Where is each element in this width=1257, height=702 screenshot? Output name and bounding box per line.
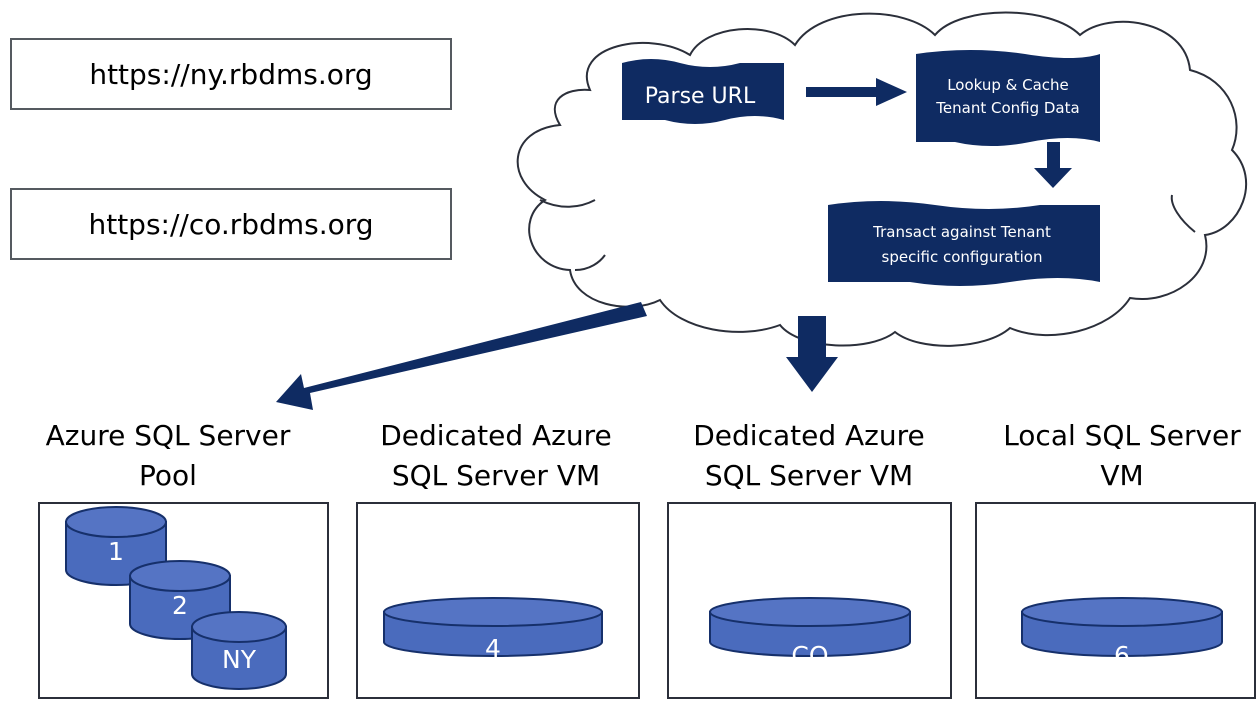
column-title-local-sql: Local SQL Server VM (972, 416, 1257, 496)
lookup-label-line1: Lookup & Cache (947, 76, 1069, 94)
url-text-ny: https://ny.rbdms.org (89, 57, 373, 91)
arrow-parse-to-lookup (806, 78, 907, 106)
column-title-dedicated-2: Dedicated Azure SQL Server VM (659, 416, 959, 496)
lookup-label-line2: Tenant Config Data (935, 99, 1079, 117)
database-6: 6 (1021, 597, 1223, 670)
database-label: NY (222, 645, 257, 674)
database-label: 1 (108, 537, 124, 566)
column-title-line1: Local SQL Server (1003, 419, 1241, 452)
transact-flag (828, 201, 1100, 286)
database-label: CO (791, 641, 828, 670)
transact-label-line2: specific configuration (882, 248, 1043, 266)
arrow-cloud-to-pool (276, 302, 647, 410)
database-label: 2 (172, 591, 188, 620)
column-title-azure-pool: Azure SQL Server Pool (18, 416, 318, 496)
database-4: 4 (383, 597, 603, 663)
column-title-line2: SQL Server VM (704, 459, 914, 492)
url-box-ny: https://ny.rbdms.org (10, 38, 452, 110)
cloud-detail-arc (574, 254, 606, 271)
column-title-line1: Azure SQL Server (45, 419, 291, 452)
column-title-line2: SQL Server VM (391, 459, 601, 492)
database-label: 6 (1114, 641, 1130, 670)
url-text-co: https://co.rbdms.org (88, 207, 374, 241)
column-title-line1: Dedicated Azure (693, 419, 925, 452)
column-title-line2: VM (1100, 459, 1144, 492)
arrow-cloud-down (786, 316, 838, 392)
server-box-dedicated-2 (667, 502, 952, 699)
column-title-line2: Pool (139, 459, 197, 492)
cloud-detail-arc (539, 199, 596, 208)
lookup-cache-flag (916, 50, 1100, 146)
column-title-dedicated-1: Dedicated Azure SQL Server VM (346, 416, 646, 496)
database-co: CO (709, 597, 911, 670)
transact-label-line1: Transact against Tenant (872, 223, 1051, 241)
database-ny: NY (191, 611, 287, 690)
parse-url-flag (622, 59, 784, 124)
database-label: 4 (485, 634, 501, 663)
column-title-line1: Dedicated Azure (380, 419, 612, 452)
arrow-lookup-to-transact (1034, 142, 1072, 188)
parse-url-label: Parse URL (645, 84, 756, 109)
cloud-detail-arc (1170, 194, 1196, 233)
url-box-co: https://co.rbdms.org (10, 188, 452, 260)
